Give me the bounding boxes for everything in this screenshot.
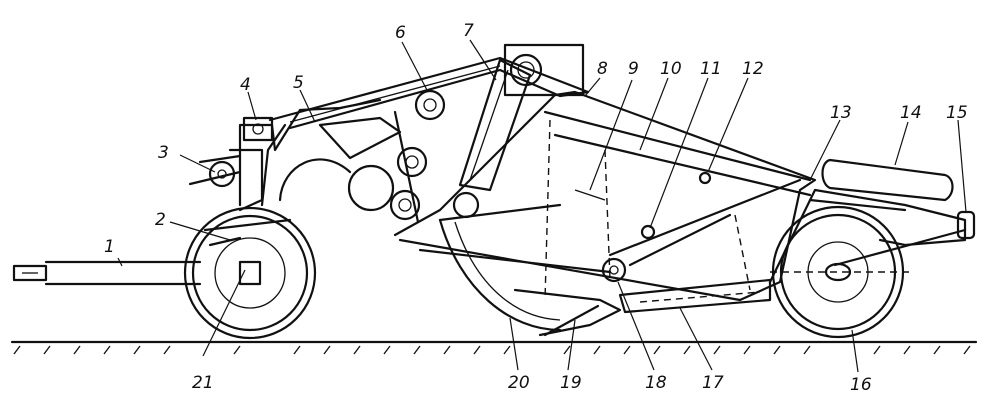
label-1: 1 [104, 237, 115, 257]
label-15: 15 [946, 103, 968, 123]
label-20: 20 [508, 373, 530, 393]
label-14: 14 [900, 103, 922, 123]
elevator [458, 58, 532, 192]
label-12: 12 [742, 59, 764, 79]
label-3: 3 [158, 143, 169, 163]
label-7: 7 [463, 21, 474, 41]
label-4: 4 [240, 75, 251, 95]
rear-wheel [770, 205, 910, 339]
label-8: 8 [597, 59, 608, 79]
label-11: 11 [700, 59, 722, 79]
leader-lines [117, 39, 967, 373]
seat [821, 158, 954, 202]
ground-line [10, 340, 978, 355]
lower-conveyor [618, 278, 772, 314]
label-6: 6 [395, 23, 406, 43]
label-19: 19 [560, 373, 582, 393]
label-17: 17 [702, 373, 724, 393]
label-9: 9 [628, 59, 639, 79]
label-18: 18 [645, 373, 667, 393]
pivot [601, 257, 627, 283]
label-10: 10 [660, 59, 682, 79]
rear-frame [768, 188, 976, 284]
hydraulic-unit [188, 154, 242, 188]
digging-arc [438, 218, 622, 337]
label-21: 21 [192, 373, 214, 393]
label-2: 2 [155, 210, 166, 230]
roller-group [347, 89, 480, 224]
label-16: 16 [850, 375, 872, 395]
canopy [268, 43, 590, 130]
main-body [393, 90, 817, 302]
drawbar [12, 260, 202, 286]
front-wheel [183, 206, 317, 340]
label-13: 13 [830, 103, 852, 123]
label-5: 5 [293, 73, 304, 93]
